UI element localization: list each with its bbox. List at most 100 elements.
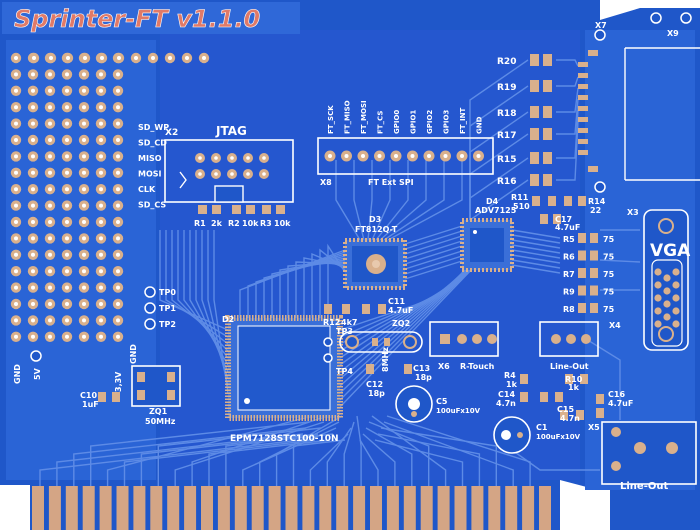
edge-finger bbox=[217, 486, 230, 530]
proto-hole-drill bbox=[65, 121, 69, 126]
edge-finger bbox=[420, 486, 433, 530]
line-out-header: X4 Line-Out bbox=[539, 321, 621, 371]
trace bbox=[511, 229, 561, 239]
r11-r14-group: R11 510 R14 22 C17 4.7uF bbox=[511, 193, 606, 232]
proto-hole-drill bbox=[116, 302, 120, 306]
proto-hole-drill bbox=[82, 88, 86, 93]
jtag-pin-drill bbox=[198, 156, 202, 160]
proto-hole-drill bbox=[65, 236, 69, 241]
edge-finger bbox=[488, 486, 501, 530]
audio-passives: R4 1k C14 4.7n R10 1k C15 4.7n C16 4.7uF bbox=[496, 371, 633, 423]
resistor-pad bbox=[530, 128, 539, 140]
board-title: Sprinter-FT v1.1.0 bbox=[14, 5, 260, 33]
edge-finger bbox=[150, 486, 163, 530]
trace bbox=[362, 433, 396, 486]
proto-hole-drill bbox=[116, 105, 120, 110]
c13-label: C13 bbox=[413, 364, 430, 373]
x8-label: X8 bbox=[320, 178, 332, 187]
proto-hole-drill bbox=[185, 56, 189, 60]
proto-hole-drill bbox=[65, 203, 69, 208]
proto-hole-drill bbox=[116, 187, 120, 192]
adv7125-label: ADV7125 bbox=[475, 206, 517, 215]
proto-hole-drill bbox=[99, 72, 103, 77]
jtag-pin-drill bbox=[230, 172, 234, 176]
trace bbox=[201, 230, 229, 380]
trace bbox=[383, 421, 514, 486]
edge-finger bbox=[285, 486, 298, 530]
proto-hole-drill bbox=[14, 105, 18, 110]
tp3-label: TP3 bbox=[336, 327, 353, 336]
edge-finger bbox=[522, 486, 535, 530]
tp1-label: TP1 bbox=[159, 304, 176, 313]
tp0-label: TP0 bbox=[159, 288, 176, 297]
proto-hole-drill bbox=[48, 285, 52, 290]
proto-hole-drill bbox=[14, 236, 18, 241]
proto-hole-drill bbox=[31, 236, 35, 241]
vga-pin bbox=[672, 320, 680, 328]
proto-hole-drill bbox=[48, 187, 52, 192]
proto-hole-drill bbox=[82, 269, 86, 274]
proto-hole-drill bbox=[116, 285, 120, 290]
spi-pin-label: CLK bbox=[138, 185, 156, 194]
proto-hole-drill bbox=[82, 302, 86, 306]
proto-hole-drill bbox=[99, 269, 103, 274]
proto-hole-drill bbox=[65, 138, 69, 142]
c5-label: C5 bbox=[436, 397, 448, 406]
trace bbox=[311, 252, 346, 318]
edge-finger bbox=[471, 486, 484, 530]
c1-value: 100uFx10V bbox=[536, 433, 581, 441]
resistor-label: R17 bbox=[497, 131, 516, 141]
proto-hole-drill bbox=[31, 154, 35, 159]
edge-finger bbox=[268, 486, 281, 530]
proto-hole-drill bbox=[14, 121, 18, 126]
proto-hole-drill bbox=[48, 121, 52, 126]
proto-hole-drill bbox=[82, 154, 86, 159]
proto-hole-drill bbox=[82, 285, 86, 290]
proto-hole-drill bbox=[82, 203, 86, 208]
proto-hole-drill bbox=[82, 72, 86, 77]
resistor-label: R19 bbox=[497, 83, 516, 93]
proto-hole-drill bbox=[65, 334, 69, 339]
sd-pin bbox=[578, 150, 588, 155]
jtag-resistors: R1 2k R2 10k R3 10k bbox=[194, 205, 291, 228]
proto-hole-drill bbox=[48, 269, 52, 274]
r2-label: R2 bbox=[228, 219, 240, 228]
proto-hole-drill bbox=[116, 72, 120, 77]
r12-label: R12 bbox=[323, 318, 340, 327]
vga-pin bbox=[663, 300, 671, 308]
ft-pin-label: FT_MOSI bbox=[360, 100, 368, 134]
trace bbox=[343, 421, 355, 486]
pin1-marker bbox=[179, 171, 187, 189]
ft-pin-label: FT_INT bbox=[459, 107, 467, 134]
proto-hole-drill bbox=[14, 154, 18, 159]
x8-pins bbox=[324, 150, 484, 162]
vga-resistor-pad bbox=[578, 268, 586, 278]
ft812-chip: D3 FT812Q-T bbox=[343, 215, 407, 290]
r1-label: R1 bbox=[194, 219, 206, 228]
proto-hole-drill bbox=[99, 138, 103, 142]
title-banner bbox=[2, 2, 300, 34]
edge-finger bbox=[505, 486, 518, 530]
ft812-label: FT812Q-T bbox=[355, 225, 398, 234]
edge-finger bbox=[370, 486, 382, 530]
proto-hole-drill bbox=[82, 252, 86, 257]
r3-value: 10k bbox=[274, 219, 291, 228]
c15-label: C15 bbox=[557, 405, 574, 414]
x8-pin-drill bbox=[361, 154, 365, 158]
resistor-pad bbox=[543, 174, 552, 186]
vga-pin bbox=[654, 320, 662, 328]
proto-hole-drill bbox=[14, 269, 18, 274]
vga-pin bbox=[663, 313, 671, 321]
proto-hole-drill bbox=[14, 220, 18, 224]
trace bbox=[377, 433, 481, 486]
x2-label: X2 bbox=[165, 128, 178, 138]
x8-pin-drill bbox=[344, 154, 349, 158]
proto-hole-drill bbox=[31, 170, 35, 175]
sd-connector: X7 X9 bbox=[578, 12, 700, 193]
edge-finger bbox=[184, 486, 197, 530]
zq2-value: 8MHz bbox=[381, 347, 390, 372]
spi-pin-label: SD_CS bbox=[138, 201, 166, 210]
c16-value: 4.7uF bbox=[608, 399, 633, 408]
